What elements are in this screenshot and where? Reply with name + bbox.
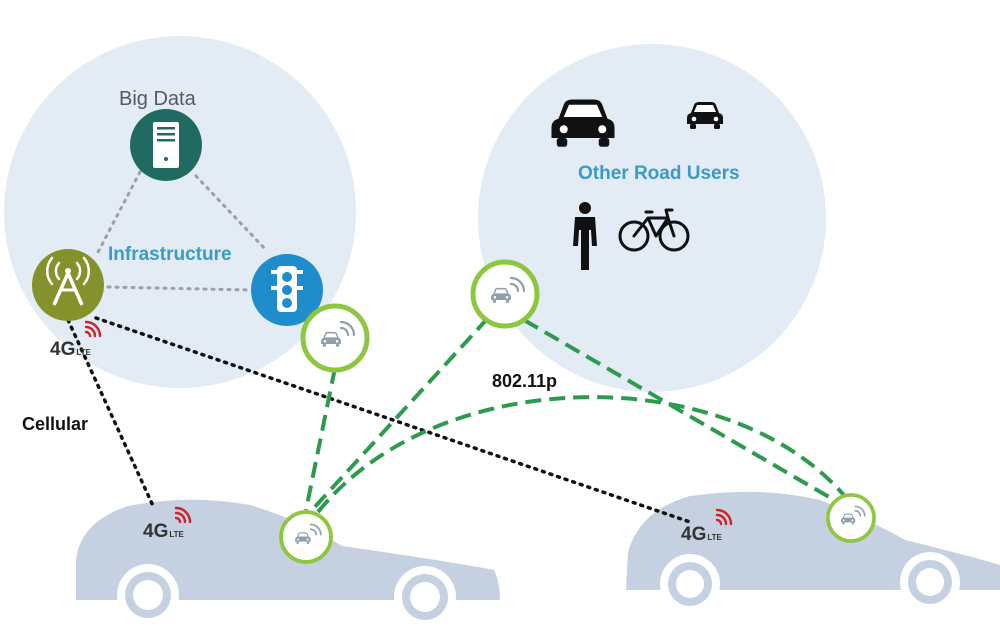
v2x-links	[304, 316, 854, 514]
network-badge-sub: LTE	[707, 533, 722, 542]
v2x-car-icon	[303, 306, 367, 370]
network-badge-car-right: 4GLTE	[681, 524, 722, 546]
network-badge-main: 4G	[143, 521, 169, 542]
network-badge-sub: LTE	[169, 530, 184, 539]
network-badge-main: 4G	[681, 524, 707, 545]
infrastructure-links	[94, 170, 268, 292]
cellular-links	[66, 316, 692, 524]
server-icon	[130, 109, 202, 181]
cellular-label: Cellular	[22, 414, 89, 434]
big-data-label: Big Data	[119, 88, 196, 110]
protocol-label: 802.11p	[492, 371, 558, 391]
network-badge-car-left: 4GLTE	[143, 521, 184, 543]
network-badge-sub: LTE	[76, 348, 91, 357]
network-badge-main: 4G	[50, 339, 76, 360]
other-road-users-label: Other Road Users	[578, 163, 740, 184]
cell-tower-icon	[32, 249, 104, 321]
v2x-car-icon	[473, 262, 537, 326]
bicycle-icon	[618, 208, 690, 252]
vehicle-silhouette-icon	[626, 491, 1000, 614]
traffic-light-icon	[251, 254, 323, 326]
pedestrian-icon	[573, 202, 597, 270]
v2x-car-icon	[281, 512, 331, 562]
infrastructure-label: Infrastructure	[108, 244, 232, 265]
network-badge-tower: 4GLTE	[50, 339, 91, 361]
v2x-car-icon	[828, 495, 874, 541]
